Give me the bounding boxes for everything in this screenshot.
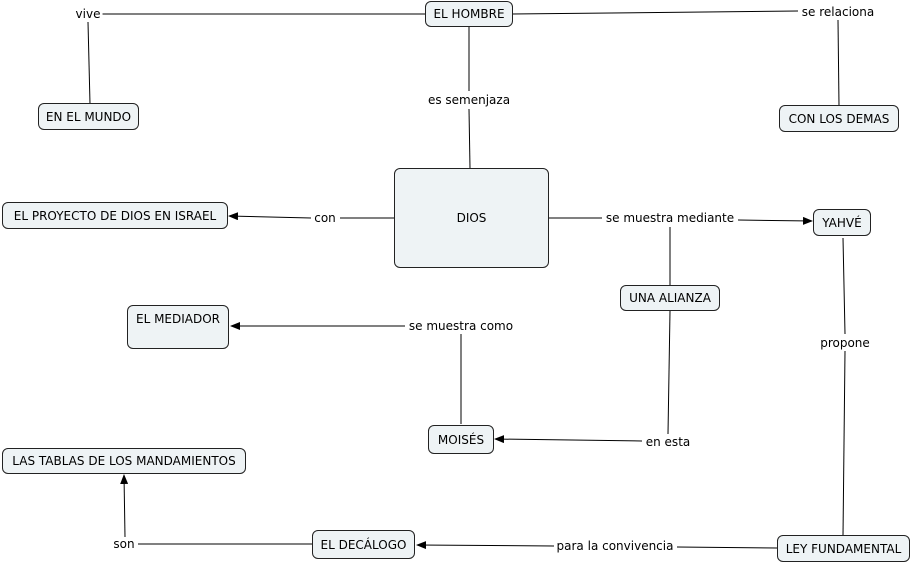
node-dios[interactable]: DIOS (394, 168, 549, 268)
link-propone: propone (818, 336, 872, 350)
link-se-relaciona: se relaciona (799, 5, 877, 19)
edge-mediante-yahve (737, 216, 813, 225)
edge-vive-mundo (87, 21, 91, 105)
node-el-decalogo[interactable]: EL DECÁLOGO (312, 530, 415, 559)
link-vive: vive (73, 7, 103, 21)
node-con-los-demas[interactable]: CON LOS DEMAS (779, 105, 899, 132)
edge-serelaciona-demas (837, 19, 840, 107)
node-el-mediador[interactable]: EL MEDIADOR (127, 305, 229, 349)
node-una-alianza[interactable]: UNA ALIANZA (620, 285, 720, 311)
edge-convivencia-decalogo (416, 541, 555, 550)
edge-yahve-propone (842, 237, 846, 335)
link-es-semenjaza: es semenjaza (425, 93, 513, 107)
edge-hombre-serelaciona (511, 10, 799, 15)
node-el-proyecto-de-dios-en-israel[interactable]: EL PROYECTO DE DIOS EN ISRAEL (2, 202, 228, 229)
link-son: son (111, 537, 137, 551)
node-ley-fundamental[interactable]: LEY FUNDAMENTAL (777, 535, 910, 562)
edge-propone-ley (842, 350, 846, 537)
link-se-muestra-mediante: se muestra mediante (603, 211, 737, 225)
edge-enesta-moises (494, 435, 643, 444)
edge-son-tablas (120, 474, 129, 538)
node-las-tablas-de-los-mandamientos[interactable]: LAS TABLAS DE LOS MANDAMIENTOS (2, 448, 246, 474)
edge-alianza-enesta (667, 310, 671, 435)
link-con: con (312, 211, 338, 225)
node-yahve[interactable]: YAHVÉ (813, 209, 871, 236)
node-moises[interactable]: MOISÉS (428, 425, 494, 454)
node-en-el-mundo[interactable]: EN EL MUNDO (38, 103, 139, 130)
link-se-muestra-como: se muestra como (406, 319, 516, 333)
edge-con-proyecto (228, 212, 312, 221)
link-para-la-convivencia: para la convivencia (554, 539, 676, 553)
link-en-esta: en esta (643, 435, 693, 449)
edge-semenjaza-dios (468, 108, 471, 169)
edge-ley-convivencia (676, 546, 778, 549)
node-el-hombre[interactable]: EL HOMBRE (425, 1, 513, 27)
